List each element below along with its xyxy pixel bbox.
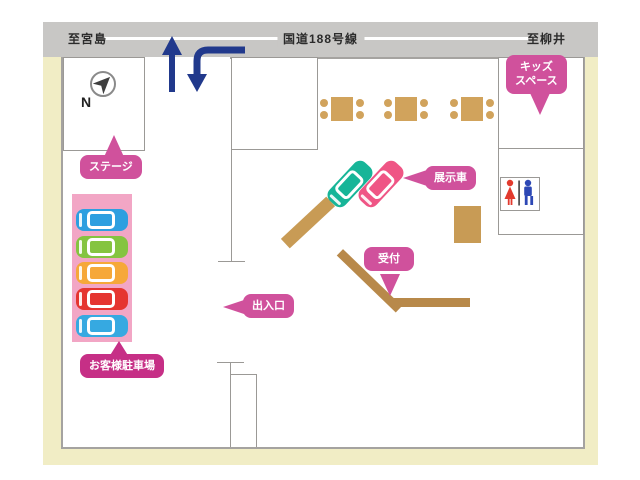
chair [320,111,328,119]
driveway-opening [144,57,230,61]
parked-car [76,262,128,284]
office-room [231,57,318,150]
parked-car [76,288,128,310]
entrance-exit-label: 出入口 [243,294,294,319]
chair [450,111,458,119]
stage-bubble-tail [104,135,124,157]
road-direction-left: 至宮島 [68,32,108,46]
traffic-flow-arrows [162,36,245,92]
compass-north-label: N [81,94,92,110]
chair [486,111,494,119]
chair [486,99,494,107]
chair [420,99,428,107]
reception-counter [392,298,470,307]
table [461,97,483,121]
road-direction-right: 至柳井 [526,32,566,46]
table [395,97,417,121]
chair [420,111,428,119]
road-name: 国道188号線 [276,30,365,47]
chair [384,99,392,107]
restroom-icon [500,177,540,211]
reception-bubble-tail [380,274,400,296]
parked-car [76,209,128,231]
kids-space-bubble-tail [530,93,550,115]
road-route188: 至宮島 国道188号線 至柳井 [43,22,598,58]
display-car-bubble-tail [403,170,427,186]
kids-space-label-line1: キッズ [519,61,553,73]
chair [384,111,392,119]
compass-icon [89,70,117,98]
parked-car [76,236,128,258]
wall-segment [256,374,257,447]
display-car-label: 展示車 [425,166,476,191]
pillar [454,206,481,243]
customer-parking-label: お客様駐車場 [80,354,164,379]
kids-space-label: キッズ スペース [506,55,567,94]
entrance-bubble-tail [223,299,247,315]
chair [320,99,328,107]
wall-segment [230,374,256,375]
parking-bubble-tail [109,341,129,357]
wall-segment [231,148,232,262]
wall-segment [230,362,231,447]
chair [356,99,364,107]
reception-label: 受付 [364,247,414,272]
stage-label: ステージ [80,155,142,180]
kids-space-label-line2: スペース [515,75,558,88]
dealership-building [61,57,585,449]
parked-car [76,315,128,337]
chair [356,111,364,119]
chair [450,99,458,107]
wall-end-tick [218,261,245,262]
table [331,97,353,121]
